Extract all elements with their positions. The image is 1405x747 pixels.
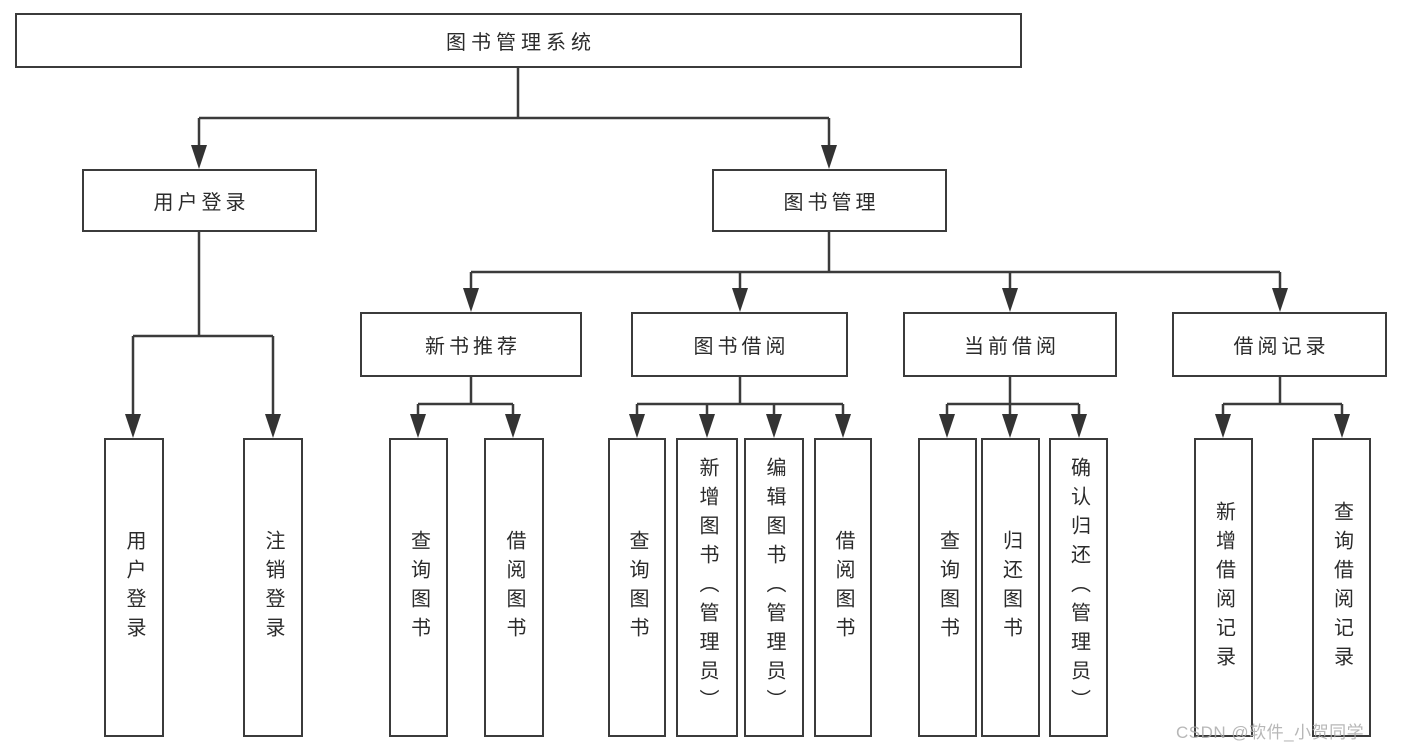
leaf-newbooks-borrow-books: 借阅图书: [484, 438, 544, 737]
leaf-current-return-books: 归还图书: [981, 438, 1040, 737]
node-label: 用户登录: [153, 192, 250, 214]
node-label: 确认归还（管理员）: [1067, 457, 1090, 718]
node-label: 图书管理: [783, 192, 880, 214]
node-label: 借阅记录: [1233, 336, 1330, 358]
node-current-borrowing: 当前借阅: [903, 312, 1117, 377]
node-label: 查询图书: [936, 529, 959, 646]
node-label: 新增借阅记录: [1212, 500, 1235, 675]
node-library-management-system: 图书管理系统: [15, 13, 1022, 68]
node-label: 新书推荐: [425, 336, 521, 358]
node-label: 编辑图书（管理员）: [763, 457, 785, 718]
node-book-management: 图书管理: [712, 169, 947, 232]
leaf-newbooks-query-books: 查询图书: [389, 438, 448, 737]
node-label: 归还图书: [999, 529, 1022, 646]
node-label: 查询借阅记录: [1330, 500, 1353, 675]
leaf-borrowing-query-books: 查询图书: [608, 438, 666, 737]
leaf-borrowing-borrow-books: 借阅图书: [814, 438, 872, 737]
node-new-book-recommend: 新书推荐: [360, 312, 582, 377]
node-label: 图书借阅: [693, 336, 790, 358]
leaf-logout: 注销登录: [243, 438, 303, 737]
node-label: 用户登录: [123, 529, 145, 646]
leaf-current-query-books: 查询图书: [918, 438, 977, 737]
node-book-borrowing: 图书借阅: [631, 312, 848, 377]
arrowhead-group: [125, 145, 1350, 438]
node-label: 查询图书: [626, 529, 648, 646]
node-label: 借阅图书: [832, 529, 854, 646]
node-label: 新增图书（管理员）: [696, 457, 718, 718]
node-label: 借阅图书: [503, 529, 525, 646]
node-label: 图书管理系统: [446, 32, 596, 54]
node-label: 查询图书: [407, 529, 430, 646]
leaf-borrowing-add-books-admin: 新增图书（管理员）: [676, 438, 738, 737]
leaf-current-confirm-return-admin: 确认归还（管理员）: [1049, 438, 1108, 737]
node-user-login: 用户登录: [82, 169, 317, 232]
node-borrowing-records: 借阅记录: [1172, 312, 1387, 377]
node-label: 注销登录: [262, 529, 284, 646]
leaf-user-login: 用户登录: [104, 438, 164, 737]
leaf-records-add-record: 新增借阅记录: [1194, 438, 1253, 737]
leaf-records-query-record: 查询借阅记录: [1312, 438, 1371, 737]
leaf-borrowing-edit-books-admin: 编辑图书（管理员）: [744, 438, 804, 737]
watermark: CSDN @软件_小贺同学: [1176, 723, 1365, 742]
node-label: 当前借阅: [964, 336, 1060, 358]
